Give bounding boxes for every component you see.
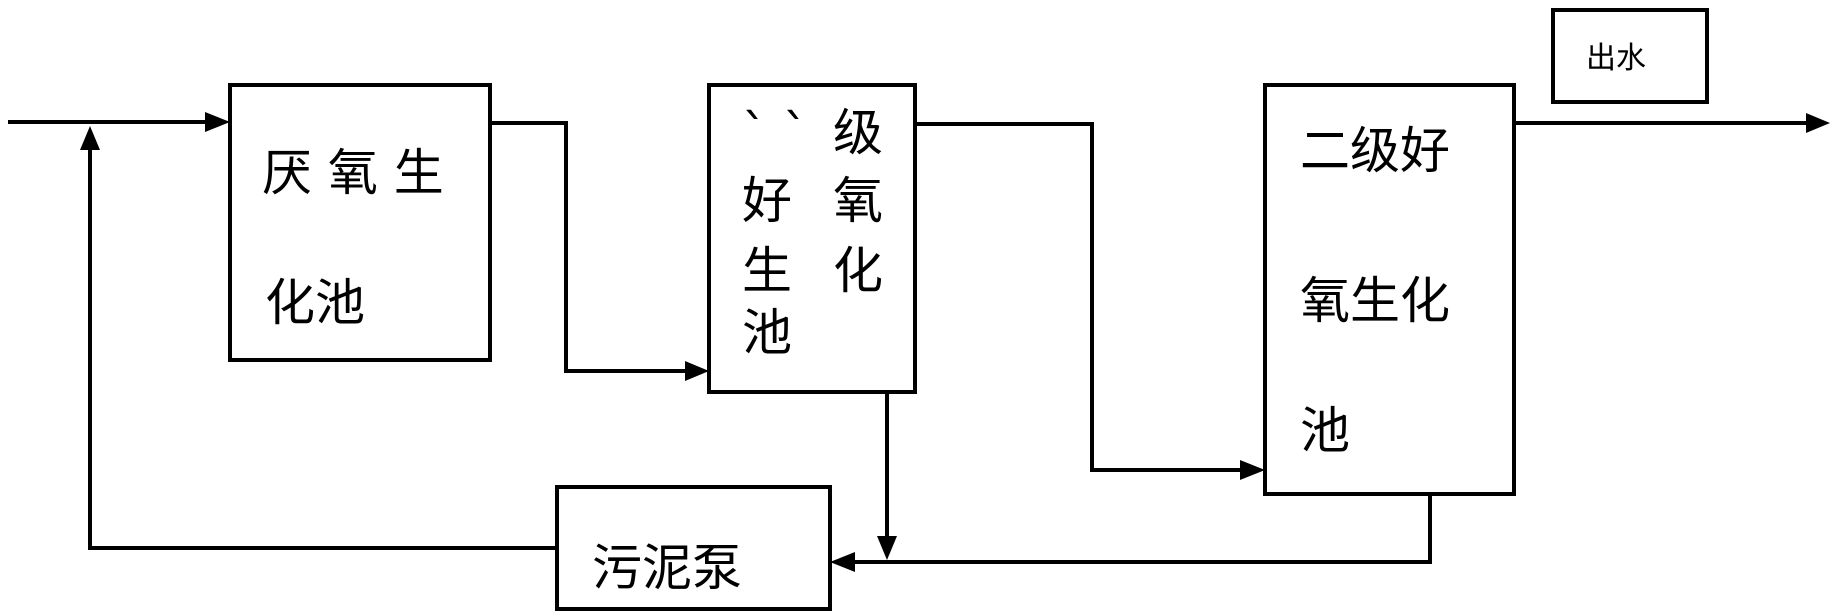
primary-aerobic-tank-label-2: 好 [742,172,792,230]
sludge-return-arrowhead [80,126,100,150]
primary-aerobic-tank-label-1: ` ` [742,104,808,162]
primary-to-secondary-line [915,122,1240,472]
anaerobic-tank-node: 厌 氧 生 化池 [228,83,492,362]
inlet-arrowhead [205,112,230,132]
sludge-pump-node: 污泥泵 [555,485,832,611]
effluent-node: 出水 [1551,8,1709,104]
primary-aerobic-tank-box [707,83,917,394]
primary-aerobic-tank-label-4: 池 [742,304,792,362]
effluent-label: 出水 [1586,41,1646,76]
anaerobic-tank-box [228,83,492,362]
sludge-pump-box [555,485,832,611]
effluent-arrowhead [1806,113,1830,133]
secondary-sludge-line [855,494,1432,564]
primary-to-secondary-arrowhead [1240,460,1265,480]
secondary-aerobic-tank-node: 二级好 氧生化 池 [1263,83,1516,496]
secondary-aerobic-tank-box [1263,83,1516,496]
anaerobic-tank-label-line-1: 厌 氧 生 [262,144,444,202]
anaerobic-tank-label-line-2: 化池 [265,274,365,332]
secondary-aerobic-tank-label-line-3: 池 [1300,402,1350,460]
primary-aerobic-tank-label-5: 级 [833,104,883,162]
secondary-aerobic-tank-label-line-1: 二级好 [1300,122,1450,180]
primary-aerobic-tank-label-7: 化 [833,242,883,300]
secondary-sludge-arrowhead [830,552,855,572]
primary-aerobic-tank-label-6: 氧 [833,172,883,230]
anaerobic-to-primary-arrowhead [685,361,709,381]
effluent-box [1551,8,1709,104]
primary-sludge-drop-arrowhead [877,536,897,560]
sludge-pump-label: 污泥泵 [592,539,742,597]
sludge-return-line [88,150,557,550]
anaerobic-to-primary-line [490,121,685,373]
primary-aerobic-tank-node: ` ` 好 生 池 级 氧 化 [707,83,917,394]
secondary-aerobic-tank-label-line-2: 氧生化 [1300,272,1450,330]
primary-aerobic-tank-label-3: 生 [742,242,792,300]
